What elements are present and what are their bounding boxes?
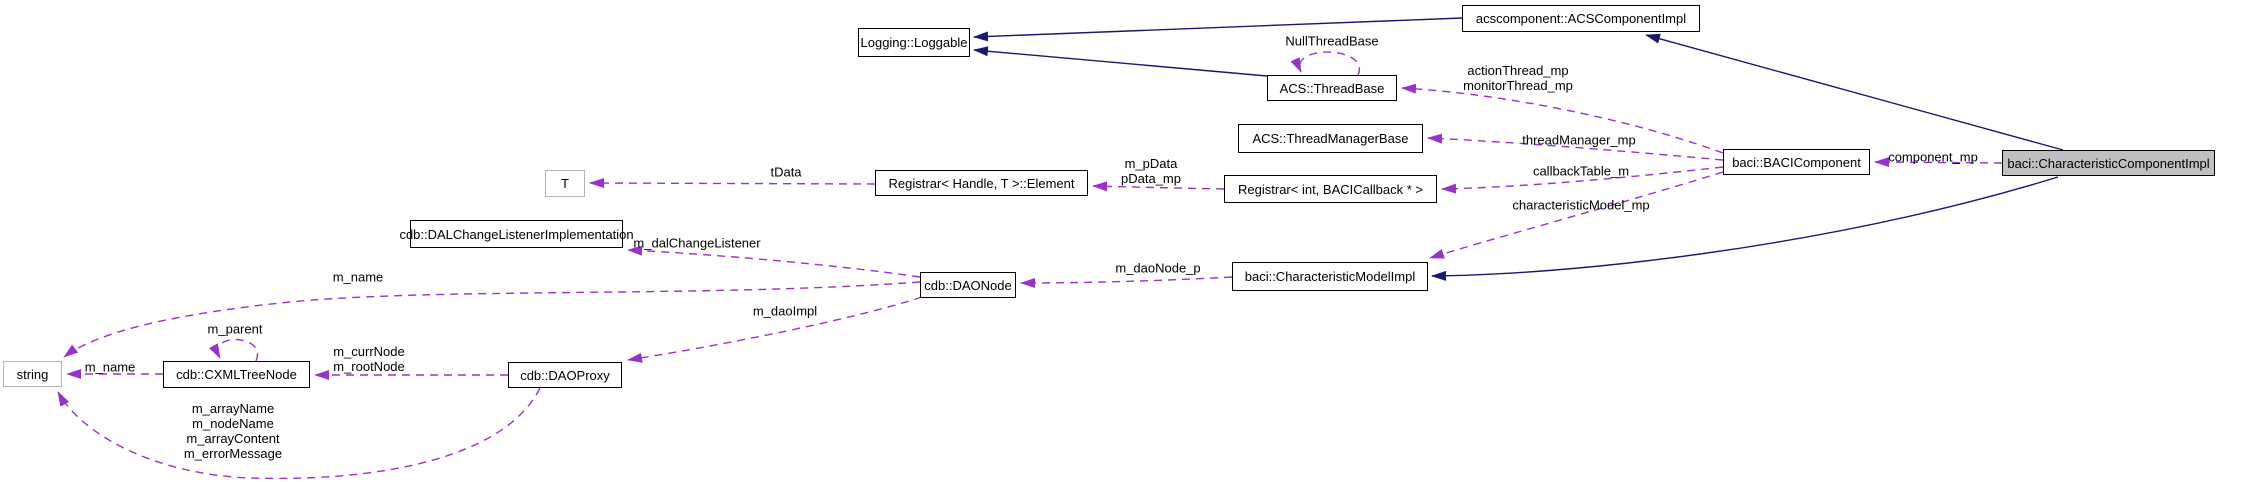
edge-label-component: component_mp xyxy=(1888,149,1978,165)
edge-label-mparent: m_parent xyxy=(207,321,263,337)
edge-label-actionthread: actionThread_mp monitorThread_mp xyxy=(1463,62,1573,93)
class-node-loggable[interactable]: Logging::Loggable xyxy=(858,28,970,57)
edge-characteristiccomponentimpl-inherits-acscomponentimpl xyxy=(1645,33,2064,151)
edge-label-callbacktable: callbackTable_m xyxy=(1532,163,1630,179)
class-node-registrar-element[interactable]: Registrar< Handle, T >::Element xyxy=(875,170,1088,196)
edge-cxmltreenode-self-mparent xyxy=(208,338,259,362)
edge-label-mname-tree: m_name xyxy=(84,359,136,375)
class-node-cxmltreenode[interactable]: cdb::CXMLTreeNode xyxy=(163,361,310,388)
edge-label-daoimpl: m_daoImpl xyxy=(752,303,818,319)
edge-characteristiccomponentimpl-inherits-characteristicmodelimpl xyxy=(1431,176,2059,281)
edge-characteristicmodelimpl-to-daonode xyxy=(1020,276,1233,288)
edge-characteristiccomponentimpl-to-bacicomponent xyxy=(1874,157,2003,168)
edge-acscomponentimpl-inherits-loggable xyxy=(973,17,1463,42)
edge-bacicomponent-to-registrar-int xyxy=(1441,166,1724,194)
class-node-t: T xyxy=(545,170,585,197)
edge-registrar-element-to-t xyxy=(589,178,876,189)
edge-daonode-to-daoproxy xyxy=(627,296,923,363)
edge-label-arraynames: m_arrayName m_nodeName m_arrayContent m_… xyxy=(183,400,283,462)
class-node-characteristiccomponentimpl: baci::CharacteristicComponentImpl xyxy=(2002,150,2215,176)
edge-label-nullthreadbase: NullThreadBase xyxy=(1285,33,1379,49)
edge-bacicomponent-to-threadbase xyxy=(1401,83,1724,154)
class-node-threadmanagerbase[interactable]: ACS::ThreadManagerBase xyxy=(1238,124,1423,153)
class-node-daonode[interactable]: cdb::DAONode xyxy=(920,272,1016,298)
edge-label-tdata: tData xyxy=(770,164,802,180)
class-node-string: string xyxy=(3,361,62,387)
edge-label-threadmanager: threadManager_mp xyxy=(1522,132,1636,148)
edge-label-characteristicmodel: characteristicModel_mp xyxy=(1512,197,1650,213)
class-node-characteristicmodelimpl[interactable]: baci::CharacteristicModelImpl xyxy=(1232,262,1428,291)
edge-daonode-to-dalchangelistenerimpl xyxy=(627,245,921,278)
class-node-acscomponentimpl[interactable]: acscomponent::ACSComponentImpl xyxy=(1462,5,1700,32)
class-node-daoproxy[interactable]: cdb::DAOProxy xyxy=(508,362,622,388)
edge-label-daonode-p: m_daoNode_p xyxy=(1115,260,1201,276)
edge-bacicomponent-to-characteristicmodelimpl xyxy=(1429,171,1724,259)
edge-daonode-to-string-mname xyxy=(63,281,921,358)
edge-registrar-int-to-registrar-element xyxy=(1092,181,1225,192)
edge-label-dalchangelistener: m_dalChangeListener xyxy=(633,235,761,251)
edge-label-currnode: m_currNode m_rootNode xyxy=(333,343,405,374)
edge-threadbase-self-nullthreadbase xyxy=(1290,51,1361,76)
edge-label-mpdata: m_pData pData_mp xyxy=(1121,155,1181,186)
edge-daoproxy-to-string-arraynames xyxy=(57,387,541,480)
class-node-bacicomponent[interactable]: baci::BACIComponent xyxy=(1723,149,1870,175)
edge-label-mname-daonode: m_name xyxy=(332,269,384,285)
class-node-threadbase[interactable]: ACS::ThreadBase xyxy=(1267,75,1397,101)
class-node-registrar-int-bacicallback[interactable]: Registrar< int, BACICallback * > xyxy=(1224,175,1437,203)
class-node-dalchangelistenerimpl[interactable]: cdb::DALChangeListenerImplementation xyxy=(399,220,634,248)
edge-threadbase-inherits-loggable xyxy=(973,46,1268,77)
